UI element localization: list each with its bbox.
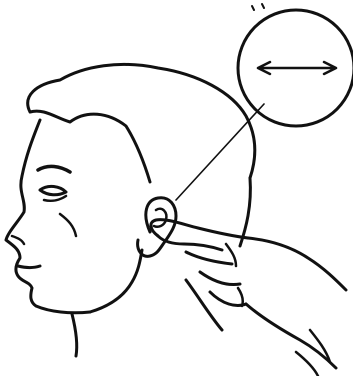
cheek-line — [60, 214, 76, 236]
inset-top-marks — [252, 4, 264, 10]
eye — [40, 186, 66, 194]
hair-outline — [28, 64, 255, 182]
eye-lash-line — [44, 196, 66, 201]
double-headed-arrow-icon — [258, 62, 336, 74]
sleeve-folds — [296, 330, 330, 376]
ear-inner — [154, 209, 166, 227]
hand-back — [248, 238, 346, 290]
nostril — [12, 236, 24, 244]
eyebrow — [38, 166, 70, 172]
wrist-lower — [246, 304, 336, 368]
hand-middle-finger — [186, 252, 232, 264]
neck-back — [186, 280, 222, 330]
face-profile — [6, 120, 90, 313]
jaw-line — [90, 250, 142, 312]
neck-front — [72, 314, 77, 356]
hand-knuckle-lines — [226, 244, 243, 306]
mouth — [18, 266, 40, 268]
hand-ring-finger — [200, 272, 240, 285]
